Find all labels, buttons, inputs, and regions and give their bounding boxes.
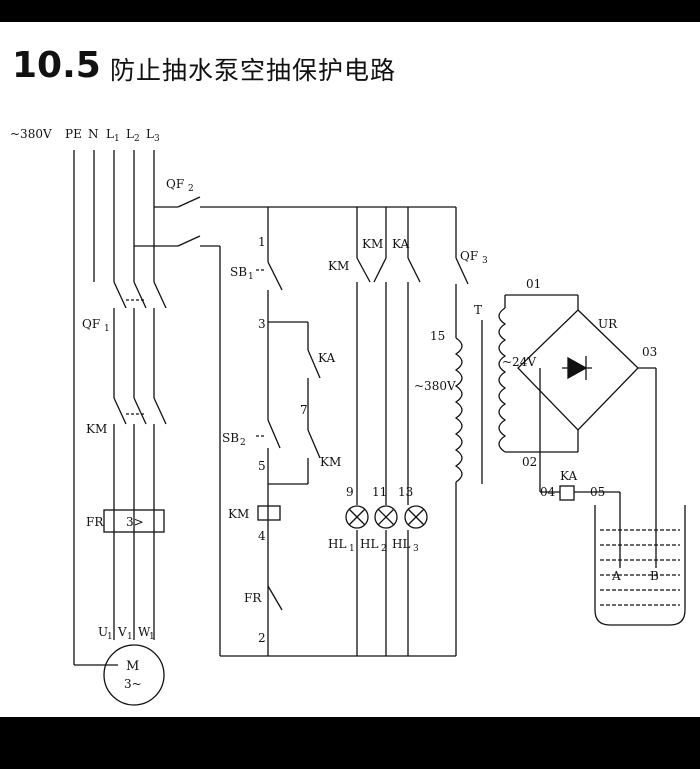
probe-b: B [650,569,659,583]
svg-text:V: V [117,625,127,639]
svg-text:1: 1 [258,235,266,249]
svg-text:04: 04 [540,485,556,499]
svg-text:1: 1 [114,134,120,144]
fr-contact-label: FR [244,591,262,605]
svg-text:2: 2 [188,184,194,194]
svg-text:03: 03 [642,345,657,359]
svg-text:W: W [138,625,151,639]
transformer-label: T [474,303,482,317]
transformer-primary [454,337,463,483]
n-label: N [88,127,99,141]
svg-text:5: 5 [258,459,266,473]
svg-text:1: 1 [248,272,254,282]
primary-voltage: ~380V [414,379,456,393]
rectifier-bridge [517,309,639,431]
svg-text:3: 3 [258,317,266,331]
ka-lamp-label: KA [392,237,409,251]
svg-text:HL: HL [360,537,378,551]
svg-text:1: 1 [107,632,113,642]
ka-relay-coil [559,485,575,501]
svg-text:1: 1 [104,324,110,334]
svg-text:U: U [98,625,108,639]
svg-text:3: 3 [154,134,160,144]
transformer-secondary [498,307,507,453]
hl1-lamp [345,505,369,529]
svg-text:3: 3 [482,256,488,266]
km-nc-label: KM [362,237,383,251]
km-lamp-label: KM [328,259,349,273]
svg-text:1: 1 [149,632,155,642]
water-tank [594,505,686,626]
ka-coil-label: KA [560,469,577,483]
svg-text:01: 01 [526,277,541,291]
labels: ~380V PE N L 1 L 2 L 3 QF 2 QF 1 KM FR 3… [10,127,659,691]
supply-voltage: ~380V [10,127,52,141]
rectifier-label: UR [598,317,618,331]
ka-hold-label: KA [318,351,335,365]
svg-text:05: 05 [590,485,605,499]
svg-text:9: 9 [346,485,354,499]
l1-label: L [106,127,114,141]
secondary-voltage: ~24V [502,355,536,369]
hl3-lamp [404,505,428,529]
svg-text:7: 7 [300,403,308,417]
motor-label: M [126,659,139,674]
svg-text:13: 13 [398,485,413,499]
fr-setting: 3> [126,515,144,529]
sb2-label: SB [222,431,239,445]
probe-a: A [611,569,621,583]
svg-text:02: 02 [522,455,537,469]
l3-label: L [146,127,154,141]
km-coil [257,505,281,521]
km-aux-label: KM [320,455,341,469]
qf1-label: QF [82,317,100,331]
sb1-label: SB [230,265,247,279]
svg-text:2: 2 [381,544,387,554]
pe-label: PE [65,127,82,141]
svg-text:3: 3 [413,544,419,554]
diagram-title: 防止抽水泵空抽保护电路 [110,56,397,85]
l2-label: L [126,127,134,141]
motor-symbol [103,644,165,706]
svg-text:HL: HL [328,537,346,551]
wires [73,150,686,706]
qf2-label: QF [166,177,184,191]
svg-text:2: 2 [258,631,266,645]
svg-text:11: 11 [372,485,387,499]
fr-main-label: FR [86,515,104,529]
svg-text:15: 15 [430,329,445,343]
svg-text:HL: HL [392,537,410,551]
svg-text:1: 1 [349,544,355,554]
km-coil-label: KM [228,507,249,521]
svg-text:1: 1 [127,632,133,642]
section-number: 10.5 [12,45,101,86]
svg-text:2: 2 [134,134,140,144]
motor-phase: 3~ [124,677,142,691]
svg-text:2: 2 [240,438,246,448]
qf3-label: QF [460,249,478,263]
svg-text:4: 4 [258,529,266,543]
km-main-label: KM [86,422,107,436]
hl2-lamp [374,505,398,529]
